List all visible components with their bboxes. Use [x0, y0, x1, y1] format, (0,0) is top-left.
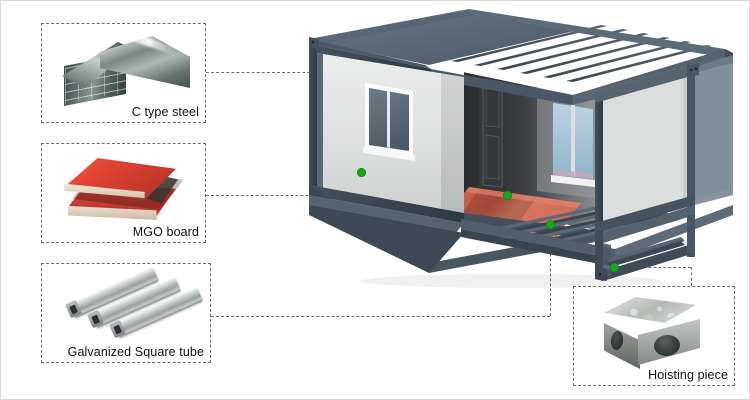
c-type-steel-photo: [42, 28, 205, 107]
connector-galvanized-square-tube-horizontal: [211, 316, 550, 317]
callout-label-mgo-board: MGO board: [132, 225, 199, 239]
callout-label-c-type-steel: C type steel: [131, 105, 199, 119]
callout-hoisting-piece[interactable]: Hoisting piece: [573, 286, 735, 386]
galvanized-square-tube-photo: [42, 267, 210, 340]
hotspot-galvanized-square-tube[interactable]: [546, 220, 555, 229]
connector-c-type-steel-horizontal: [206, 72, 361, 73]
mgo-board-photo: [42, 148, 205, 220]
hotspot-hoisting-piece[interactable]: [610, 263, 619, 272]
hotspot-mgo-board[interactable]: [503, 191, 512, 200]
hotspot-c-type-steel[interactable]: [357, 168, 366, 177]
callout-mgo-board[interactable]: MGO board: [41, 143, 206, 243]
connector-hoisting-piece-vertical: [691, 267, 692, 286]
hoisting-piece-photo: [574, 291, 734, 369]
callout-label-galvanized-square-tube: Galvanized Square tube: [67, 345, 204, 359]
callout-galvanized-square-tube[interactable]: Galvanized Square tube: [41, 263, 211, 363]
connector-hoisting-piece-horizontal: [614, 267, 691, 268]
callout-c-type-steel[interactable]: C type steel: [41, 23, 206, 123]
callout-label-hoisting-piece: Hoisting piece: [648, 368, 728, 382]
prefab-container-house: [301, 9, 741, 297]
connector-galvanized-square-tube-vertical: [550, 224, 551, 316]
